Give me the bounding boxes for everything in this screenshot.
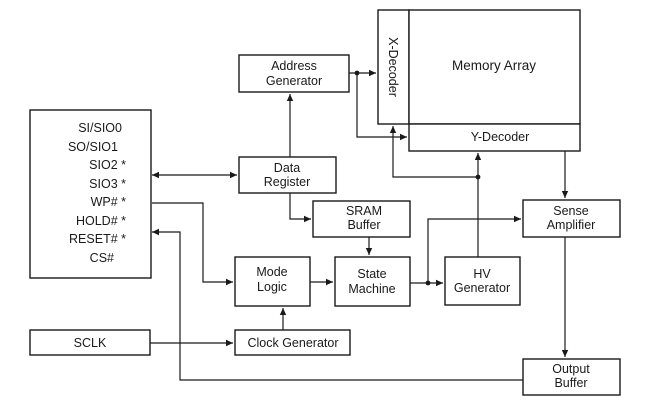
state-machine-block: State Machine — [334, 256, 411, 307]
pin-label: RESET# * — [69, 232, 126, 246]
block-label: Register — [264, 175, 311, 189]
block-label: Sense — [553, 204, 588, 218]
hv-generator-block: HV Generator — [444, 256, 521, 306]
block-label: Machine — [348, 282, 395, 296]
y-decoder-block: Y-Decoder — [408, 123, 581, 152]
pin-label: SO/SIO1 — [68, 140, 118, 154]
wire-hv-generator-x-decoder — [389, 126, 478, 178]
block-label: SRAM — [346, 204, 382, 218]
block-label: Y-Decoder — [471, 130, 530, 144]
block-label: Generator — [266, 74, 322, 88]
wires — [150, 69, 569, 381]
block-label: SCLK — [74, 336, 107, 350]
clock-generator-block: Clock Generator — [234, 329, 351, 356]
block-label: Data — [274, 161, 300, 175]
block-label: Amplifier — [547, 218, 596, 232]
block-label: Mode — [256, 265, 287, 279]
junction-dot — [354, 70, 360, 76]
memory-array-block: Memory Array — [408, 9, 581, 125]
block-label: Memory Array — [452, 58, 536, 73]
sclk-block: SCLK — [29, 329, 151, 356]
pin-label: HOLD# * — [76, 214, 126, 228]
block-label: X-Decoder — [386, 37, 400, 97]
pin-label: WP# * — [91, 195, 127, 209]
x-decoder-block: X-Decoder — [377, 9, 410, 125]
block-label: Buffer — [347, 218, 380, 232]
wire-address-generator-y-decoder — [356, 73, 407, 141]
junction-dot — [425, 280, 431, 286]
pin-label: CS# — [90, 251, 114, 265]
wire-data-register-sram-buffer — [289, 193, 311, 223]
address-generator-block: Address Generator — [238, 54, 350, 93]
sense-amplifier-block: Sense Amplifier — [522, 199, 621, 238]
block-label: HV — [473, 267, 491, 281]
block-label: State — [357, 267, 386, 281]
junction-dot — [475, 174, 481, 180]
pin-label: SI/SIO0 — [78, 121, 122, 135]
block-label: Generator — [454, 281, 510, 295]
pin-label: SIO3 * — [89, 177, 126, 191]
mode-logic-block: Mode Logic — [234, 256, 311, 307]
pins-block: SI/SIO0 SO/SIO1 SIO2 * SIO3 * WP# * HOLD… — [29, 109, 152, 279]
pin-label: SIO2 * — [89, 158, 126, 172]
block-label: Address — [271, 59, 317, 73]
wire-state-machine-sense-amplifier — [427, 215, 521, 283]
data-register-block: Data Register — [238, 156, 337, 194]
block-label: Buffer — [554, 376, 587, 390]
block-label: Output — [552, 362, 590, 376]
sram-buffer-block: SRAM Buffer — [312, 200, 411, 238]
block-label: Logic — [257, 280, 287, 294]
output-buffer-block: Output Buffer — [522, 358, 621, 396]
wire-output-buffer-pins — [152, 228, 523, 381]
wire-pins-mode-logic — [152, 202, 233, 286]
block-label: Clock Generator — [247, 336, 338, 350]
